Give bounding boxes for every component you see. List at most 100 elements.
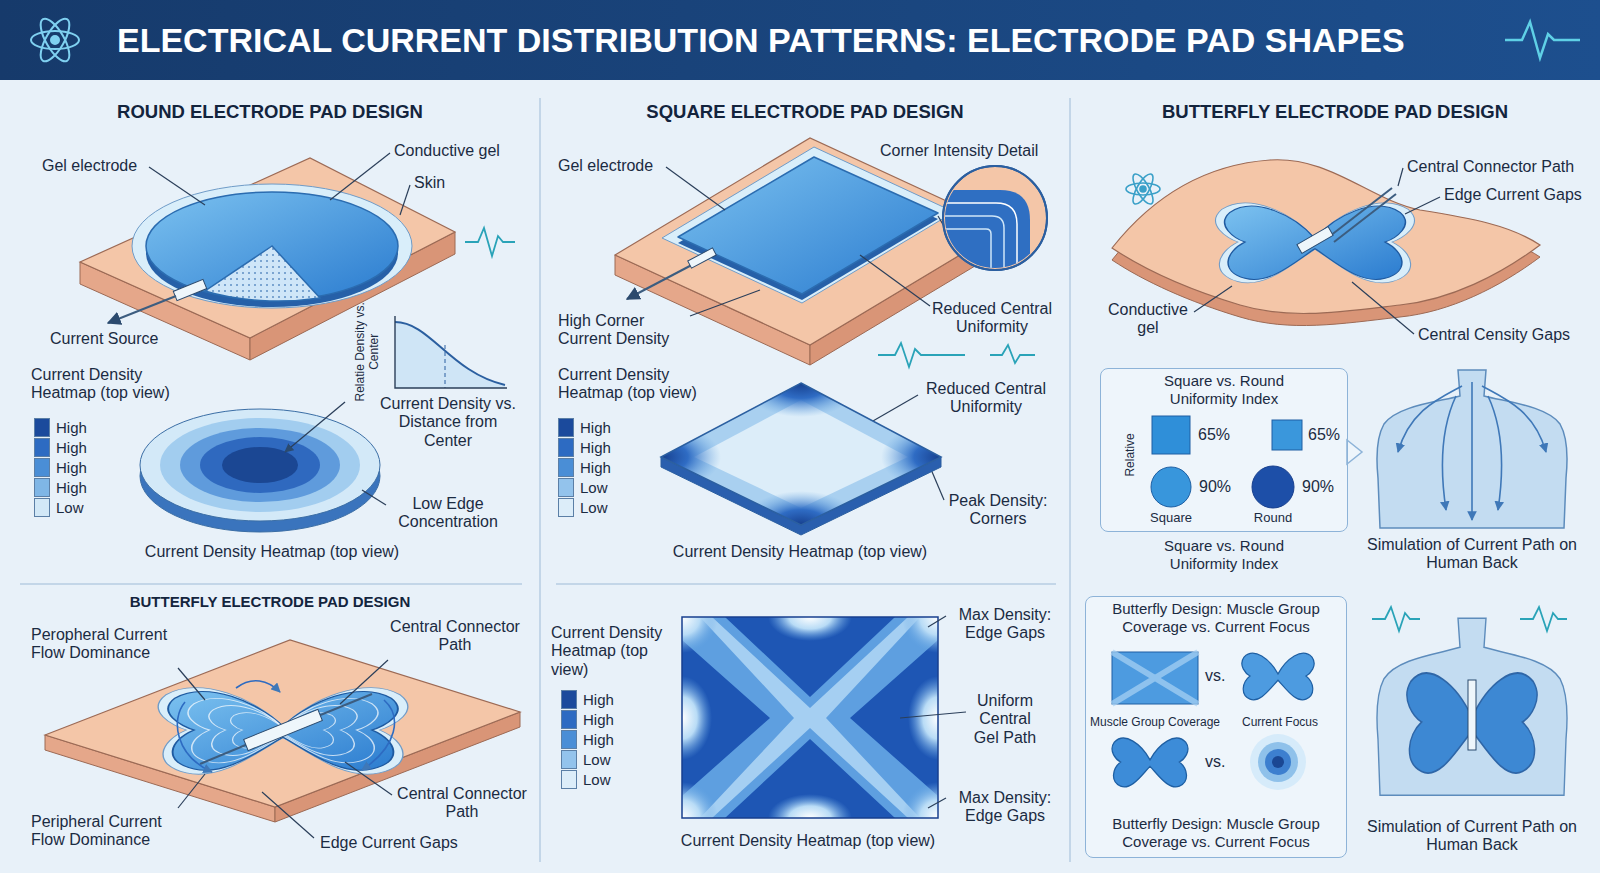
panel: BUTTERFLY ELECTRODE PAD DESIGNSquare vs.… xyxy=(1070,85,1600,873)
uniformity-index-box xyxy=(1152,416,1190,454)
corner-magnifier xyxy=(930,166,1047,290)
butterfly-pad-illustration xyxy=(177,702,212,772)
butterfly-pad-illustration xyxy=(1225,206,1406,279)
human-back-figure xyxy=(1442,396,1456,510)
square-heatmap xyxy=(661,383,941,525)
corner-magnifier xyxy=(930,216,1004,290)
atom-icon xyxy=(35,15,75,66)
pulse-icon xyxy=(990,345,1035,363)
callout-label: Current Source xyxy=(50,330,159,348)
butterfly-pad-illustration xyxy=(200,744,248,764)
legend-label: High xyxy=(56,478,87,497)
leader-line xyxy=(860,255,930,306)
leader-line xyxy=(1194,286,1232,312)
callout-label: Conductive gel xyxy=(1103,301,1193,338)
butterfly-pad-illustration xyxy=(236,681,280,692)
rect-heatmap xyxy=(682,617,718,653)
butterfly-pad-illustration xyxy=(1334,194,1396,242)
legend-label: Low xyxy=(583,770,611,789)
callout-label: Reduced Central Uniformity xyxy=(927,300,1057,337)
leader-line xyxy=(345,762,392,795)
round-pad-illustration xyxy=(132,184,412,308)
panel-heading: SQUARE ELECTRODE PAD DESIGN xyxy=(540,100,1070,124)
legend-swatch xyxy=(558,498,574,517)
atom-icon xyxy=(51,36,59,44)
rect-heatmap xyxy=(768,794,852,818)
callout-label: Corner Intensity Detail xyxy=(880,142,1038,160)
leader-line xyxy=(400,185,410,215)
callout-label: Simulation of Current Path on Human Back xyxy=(1367,536,1577,573)
callout-label: 65% xyxy=(1198,426,1230,444)
leader-line xyxy=(928,616,946,627)
divider xyxy=(1069,98,1071,862)
panel-heading: ROUND ELECTRODE PAD DESIGN xyxy=(0,100,540,124)
leader-line xyxy=(1352,282,1414,334)
legend-swatch xyxy=(34,438,50,457)
callout-label: Simulation of Current Path on Human Back xyxy=(1367,818,1577,855)
legend-label: High xyxy=(583,690,614,709)
callout-label: 90% xyxy=(1199,478,1231,496)
butterfly-pad-illustration xyxy=(244,709,323,750)
pulse-icon xyxy=(878,343,1035,367)
human-back-figure xyxy=(1377,618,1567,795)
legend-swatch xyxy=(561,770,577,789)
rect-heatmap xyxy=(682,676,712,760)
rect-heatmap xyxy=(646,581,974,854)
callout-label: Gel electrode xyxy=(558,157,653,175)
callout-label: Peripheral Current Flow Dominance xyxy=(31,813,181,850)
callout-label: Skin xyxy=(414,174,445,192)
butterfly-pad-illustration xyxy=(1112,160,1540,314)
rect-heatmap xyxy=(682,617,938,818)
leader-line xyxy=(900,616,966,808)
uniformity-index-box xyxy=(1252,466,1294,508)
leader-line xyxy=(330,153,390,200)
callout-label: Edge Current Gaps xyxy=(1444,186,1582,204)
legend-label: High xyxy=(56,438,87,457)
callout-label: Current Density Heatmap (top view) xyxy=(681,832,935,850)
uniformity-index-box xyxy=(1347,440,1362,464)
human-back-figure xyxy=(1488,396,1502,510)
leader-line xyxy=(340,660,388,704)
callout-label: Central Connector Path xyxy=(385,618,525,655)
leader-line xyxy=(149,167,205,205)
box-footer: Butterfly Design: Muscle Group Coverage … xyxy=(1094,815,1339,851)
callout-label: Central Connector Path xyxy=(392,785,532,822)
legend-label: High xyxy=(580,438,611,457)
atom-icon xyxy=(1140,186,1146,192)
divider xyxy=(20,583,522,585)
callout-label: Max Density: Edge Gaps xyxy=(950,789,1060,826)
atom-icon xyxy=(35,15,75,66)
leader-line xyxy=(900,712,966,718)
uniformity-index-box: Square vs. Round Uniformity IndexSquare … xyxy=(1100,368,1348,532)
callout-label: Peak Density: Corners xyxy=(943,492,1053,529)
human-back-figure xyxy=(1377,370,1567,528)
callout-label: Current Density Heatmap (top view) xyxy=(673,543,927,561)
legend-swatch xyxy=(558,458,574,477)
callout-label: Max Density: Edge Gaps xyxy=(950,606,1060,643)
rect-heatmap xyxy=(908,676,938,760)
butterfly-pad-illustration xyxy=(177,681,394,772)
butterfly-pad-illustration xyxy=(1112,160,1540,326)
square-pad-illustration xyxy=(688,248,716,268)
human-back-figure xyxy=(1468,680,1476,750)
uniformity-index-box xyxy=(1100,368,1348,532)
uniformity-index-box xyxy=(1100,368,1362,532)
legend-label: High xyxy=(580,418,611,437)
legend-swatch xyxy=(34,478,50,497)
rect-heatmap xyxy=(700,617,920,818)
butterfly-pad-illustration xyxy=(362,700,394,770)
human-back-figure xyxy=(1471,382,1473,520)
atom-icon xyxy=(1129,171,1156,206)
divider xyxy=(539,98,541,862)
human-back-figure xyxy=(1398,382,1546,520)
divider xyxy=(556,583,1056,585)
rect-heatmap xyxy=(902,782,938,818)
coverage-box xyxy=(1272,756,1284,768)
corner-magnifier xyxy=(930,229,991,290)
callout-label: Central Censity Gaps xyxy=(1418,326,1570,344)
leader-line xyxy=(1194,168,1440,334)
leader-line xyxy=(666,167,725,210)
leader-line xyxy=(178,668,205,700)
